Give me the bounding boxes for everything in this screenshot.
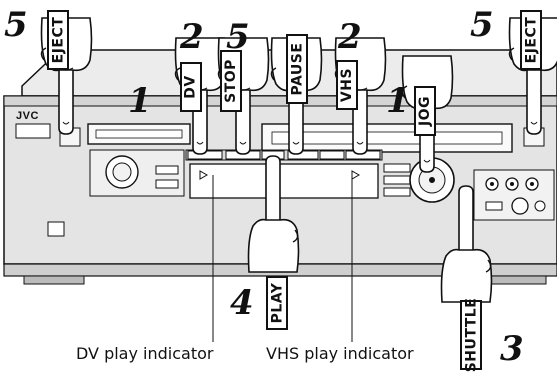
record-button[interactable]: [319, 150, 345, 160]
pause-label: PAUSE: [286, 34, 308, 104]
jog-label: JOG: [414, 86, 436, 136]
vcr-foot-left: [23, 275, 85, 285]
step-number: 5: [470, 5, 494, 45]
power-switch[interactable]: [15, 123, 51, 139]
brand-logo: JVC: [16, 110, 39, 122]
step-number: 5: [226, 17, 250, 57]
step-number: 1: [128, 81, 152, 121]
step-number: 2: [180, 17, 204, 57]
step-number: 1: [386, 81, 410, 121]
eject-left-label: EJECT: [47, 10, 69, 70]
s-video-jack-icon: [511, 197, 529, 215]
input-indicator-button[interactable]: [47, 221, 65, 237]
eject-right-label: EJECT: [520, 10, 542, 70]
play-label: PLAY: [266, 276, 288, 330]
vcr-foot-right: [485, 275, 547, 285]
dv-play-indicator-caption: DV play indicator: [76, 344, 214, 363]
shuttle-label: SHUTTLE: [460, 298, 482, 372]
vhs-play-indicator-caption: VHS play indicator: [266, 344, 414, 363]
dv-play-indicator-icon: [199, 170, 209, 180]
vhs-label: VHS: [336, 60, 358, 110]
step-number: 2: [338, 17, 362, 57]
stop-label: STOP: [220, 50, 242, 112]
step-number: 5: [4, 5, 28, 45]
dv-label: DV: [180, 62, 202, 112]
front-display: [189, 163, 379, 199]
step-number: 4: [230, 283, 254, 323]
front-av-input-panel: [473, 169, 555, 221]
step-number: 3: [500, 329, 524, 369]
